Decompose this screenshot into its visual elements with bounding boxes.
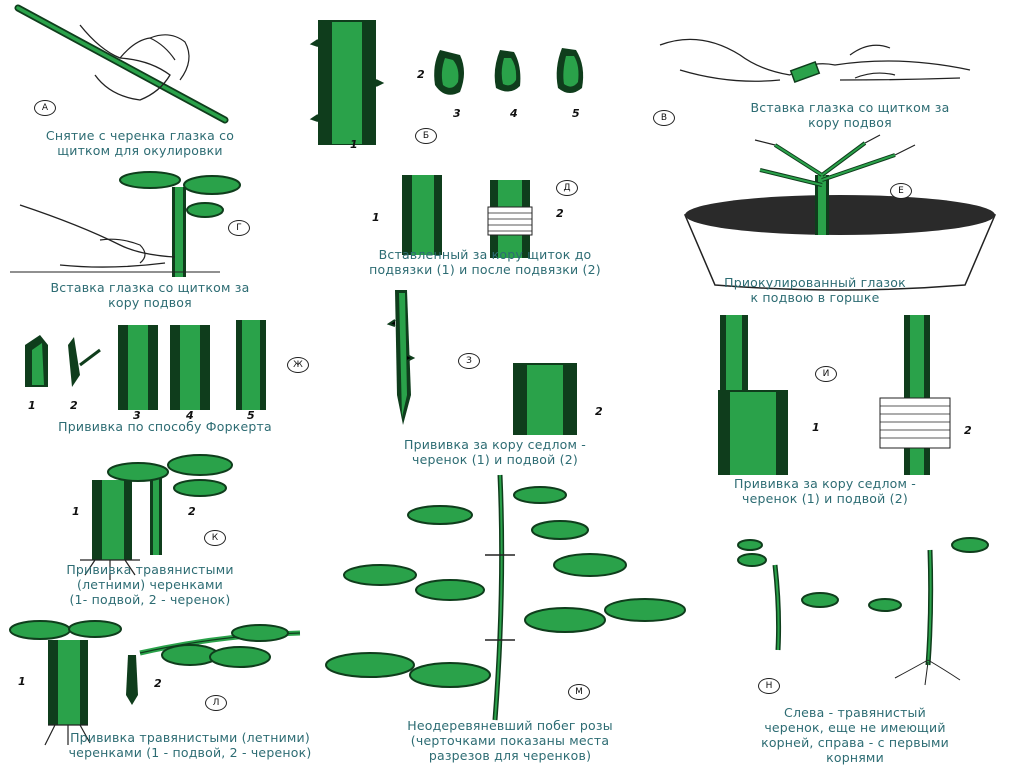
label-i-1: 1 <box>812 421 820 434</box>
badge-d: Д <box>556 180 578 196</box>
label-zh-4: 4 <box>186 409 194 422</box>
panel-k: 1 2 К Прививка травянистыми (летними) че… <box>0 450 310 615</box>
badge-i: И <box>815 366 837 382</box>
panel-g: Г Вставка глазка со щитком за кору подво… <box>0 165 300 315</box>
label-i-2: 2 <box>964 424 972 437</box>
caption-z: Прививка за кору седлом - черенок (1) и … <box>403 437 587 467</box>
label-zh-3: 3 <box>133 409 141 422</box>
badge-m: М <box>568 684 590 700</box>
caption-m: Неодеревяневший побег розы (черточками п… <box>407 718 613 763</box>
illustration-d-tied-shield <box>402 175 533 258</box>
illustration-a-cutting-bud <box>14 4 229 124</box>
illustration-e-pot <box>683 134 997 291</box>
label-b-2: 2 <box>417 68 425 81</box>
badge-a: А <box>34 100 56 116</box>
caption-a: Снятие с черенка глазка со щитком для ок… <box>45 128 235 158</box>
caption-v: Вставка глазка со щитком за кору подвоя <box>750 100 950 130</box>
label-l-2: 2 <box>154 677 162 690</box>
caption-n: Слева - травянистый черенок, еще не имею… <box>761 705 949 765</box>
badge-l: Л <box>205 695 227 711</box>
badge-zh: Ж <box>287 357 309 373</box>
panel-l: 1 2 Л Прививка травянистыми (летними) че… <box>0 615 380 768</box>
label-k-2: 2 <box>188 505 196 518</box>
label-b-4: 4 <box>510 107 518 120</box>
caption-l: Прививка травянистыми (летними) черенкам… <box>68 730 312 760</box>
panel-e: Е Приокулированный глазок к подвою в гор… <box>665 134 1024 315</box>
illustration-b-shields <box>309 20 584 145</box>
panel-n: Н Слева - травянистый черенок, еще не им… <box>720 530 1024 768</box>
caption-g: Вставка глазка со щитком за кору подвоя <box>50 280 250 310</box>
panel-z: З 2 Прививка за кору седлом - черенок (1… <box>345 285 645 475</box>
panel-i: И 1 2 Прививка за кору седлом - черенок … <box>690 310 1024 506</box>
caption-e: Приокулированный глазок к подвою в горшк… <box>724 275 906 305</box>
badge-z: З <box>458 353 480 369</box>
label-zh-1: 1 <box>28 399 36 412</box>
caption-d: Вставленный за кору щиток до подвязки (1… <box>369 247 601 277</box>
illustration-n-cuttings <box>737 537 989 686</box>
label-k-1: 1 <box>72 505 80 518</box>
panel-d: 1 2 Д Вставленный за кору щиток до подвя… <box>310 165 660 285</box>
badge-v: В <box>653 110 675 126</box>
badge-e: Е <box>890 183 912 199</box>
illustration-zh-forkert <box>25 320 266 410</box>
label-d-2: 2 <box>556 207 564 220</box>
badge-n: Н <box>758 678 780 694</box>
label-zh-5: 5 <box>247 409 255 422</box>
illustration-v-insertion <box>659 38 971 84</box>
label-d-1: 1 <box>372 211 380 224</box>
caption-zh: Прививка по способу Форкерта <box>58 419 272 434</box>
panel-b: 1 2 3 4 5 Б <box>300 10 620 165</box>
caption-i: Прививка за кору седлом - черенок (1) и … <box>733 476 917 506</box>
badge-g: Г <box>228 220 250 236</box>
caption-k: Прививка травянистыми (летними) черенкам… <box>66 562 234 607</box>
illustration-l-herbaceous <box>9 620 301 746</box>
badge-b: Б <box>415 128 437 144</box>
illustration-i-saddle-tied <box>718 315 951 475</box>
label-zh-2: 2 <box>70 399 78 412</box>
illustration-g-rootstock <box>10 171 241 277</box>
panel-zh: 1 2 3 4 5 Ж Прививка по способу Форкерта <box>0 315 330 440</box>
label-z-2: 2 <box>595 405 603 418</box>
badge-k: К <box>204 530 226 546</box>
panel-v: В Вставка глазка со щитком за кору подво… <box>640 0 1024 135</box>
label-b-5: 5 <box>572 107 580 120</box>
illustration-k-herbaceous <box>80 454 233 580</box>
label-b-1: 1 <box>350 138 358 151</box>
label-b-3: 3 <box>453 107 461 120</box>
illustration-m-rose-shoot <box>325 474 686 721</box>
panel-m: М Неодеревяневший побег розы (черточками… <box>310 470 710 768</box>
illustration-z-saddle <box>386 290 577 435</box>
panel-a: А Снятие с черенка глазка со щитком для … <box>0 0 290 165</box>
label-l-1: 1 <box>18 675 26 688</box>
